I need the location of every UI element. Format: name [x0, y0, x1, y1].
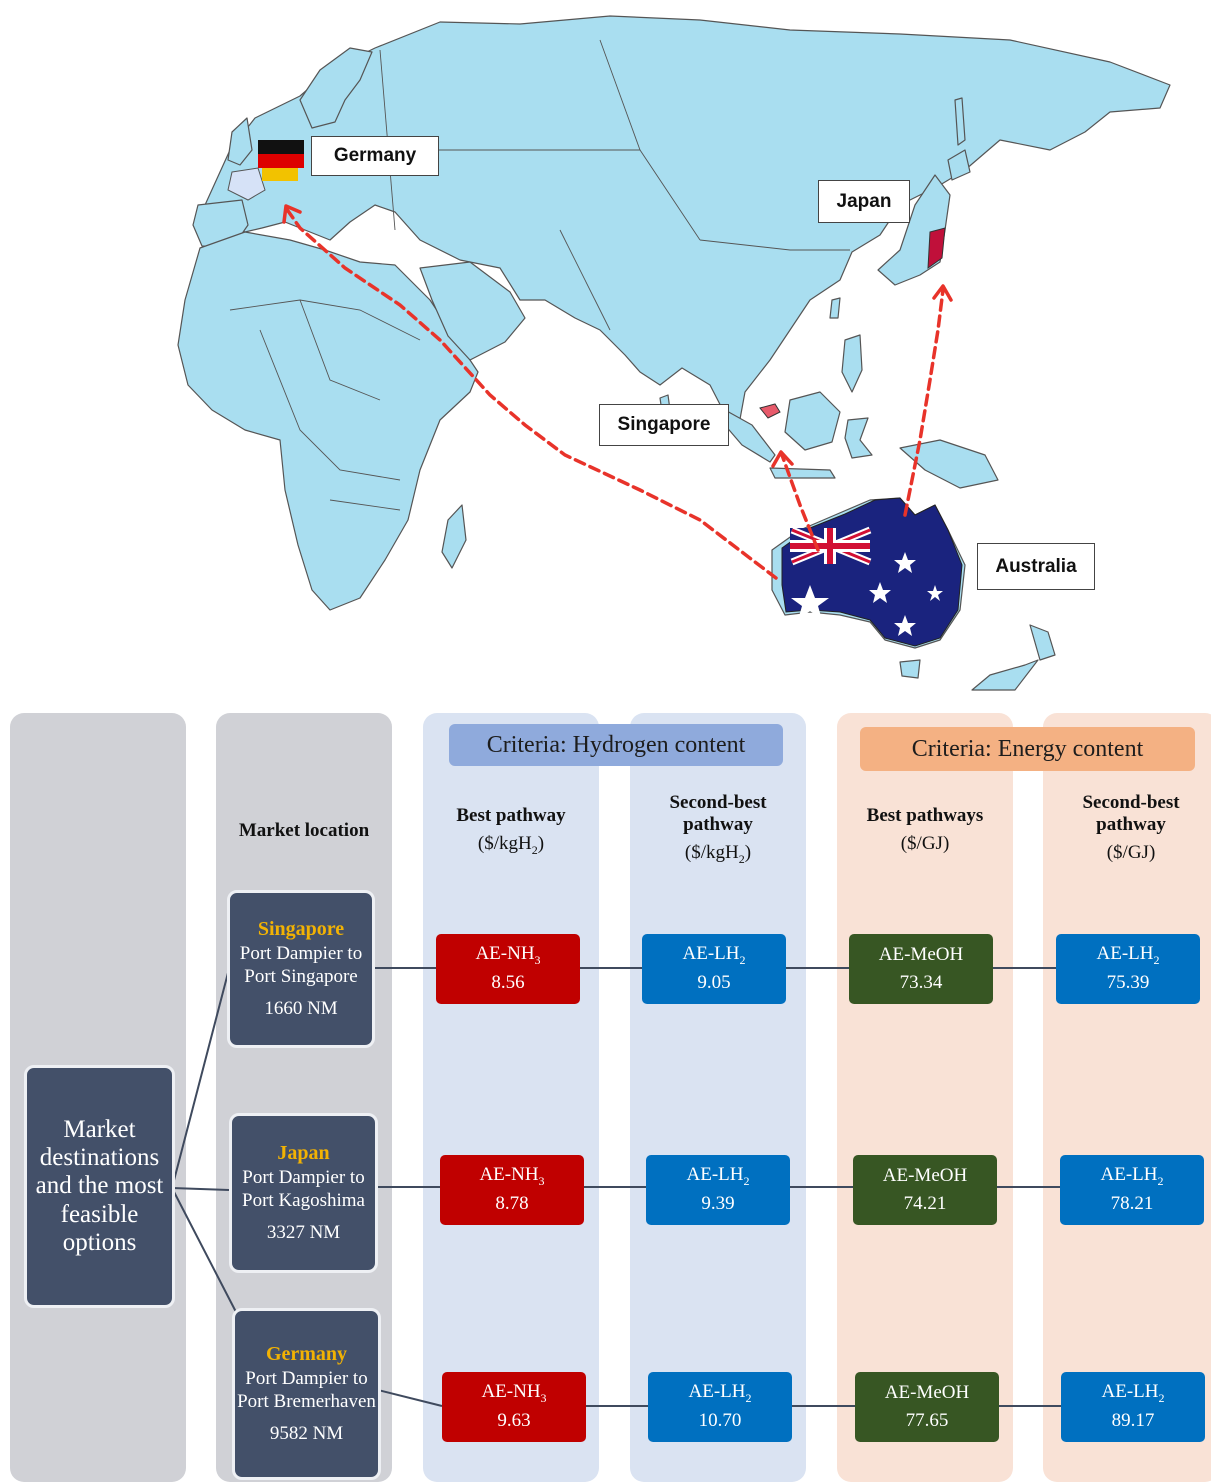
singapore-best-h2: AE-NH3 8.56 — [436, 934, 580, 1004]
japan-highlight — [927, 227, 946, 270]
market-node-germany: Germany Port Dampier to Port Bremerhaven… — [232, 1308, 381, 1480]
germany-flag — [258, 140, 304, 181]
japan-label: Japan — [818, 180, 910, 223]
market-route: Port Dampier to Port Kagoshima — [242, 1167, 365, 1211]
madagascar — [441, 504, 467, 569]
sakhalin — [954, 97, 966, 146]
country-border — [259, 329, 401, 481]
germany-best-energy: AE-MeOH 77.65 — [855, 1372, 999, 1442]
second-energy-column — [1043, 713, 1211, 1482]
energy-criteria-banner: Criteria: Energy content — [860, 727, 1195, 771]
market-distance: 1660 NM — [264, 998, 338, 1019]
germany-second-h2: AE-LH2 10.70 — [648, 1372, 792, 1442]
country-border — [559, 229, 611, 331]
arabia — [419, 261, 526, 361]
market-name: Germany — [265, 1342, 348, 1365]
germany-best-h2: AE-NH3 9.63 — [442, 1372, 586, 1442]
market-name: Singapore — [257, 917, 345, 940]
second-h2-header: Second-best pathway ($/kgH2) — [669, 792, 767, 866]
market-node-singapore: Singapore Port Dampier to Port Singapore… — [227, 890, 375, 1048]
new-zealand-south — [971, 659, 1039, 691]
singapore-best-energy: AE-MeOH 73.34 — [849, 934, 993, 1004]
country-border — [299, 299, 381, 401]
singapore-label: Singapore — [599, 404, 729, 446]
tasmania — [899, 659, 921, 679]
arrowhead-japan — [932, 284, 953, 302]
market-distance: 9582 NM — [269, 1423, 344, 1444]
scandinavia — [299, 47, 373, 129]
australia-flag — [781, 497, 963, 647]
country-border — [229, 299, 421, 341]
new-zealand-north — [1029, 624, 1056, 661]
singapore-highlight — [759, 403, 781, 419]
pathway-diagram: Criteria: Hydrogen content Criteria: Ene… — [0, 700, 1211, 1482]
root-to-germany — [171, 1187, 237, 1313]
world-map — [177, 15, 1171, 691]
route-japan — [903, 288, 945, 517]
japan-best-energy: AE-MeOH 74.21 — [853, 1155, 997, 1225]
arrowhead-singapore — [771, 450, 794, 468]
taiwan — [829, 297, 841, 319]
best-h2-column — [423, 713, 599, 1482]
britain — [227, 117, 253, 166]
japan-second-energy: AE-LH2 78.21 — [1060, 1155, 1204, 1225]
best-energy-header: Best pathways ($/GJ) — [866, 805, 984, 854]
germany-row-line-a — [377, 1389, 443, 1407]
country-border — [599, 39, 641, 151]
market-route: Port Dampier to Port Singapore — [239, 943, 363, 987]
root-node: Market destinations and the most feasibl… — [24, 1065, 175, 1308]
route-germany — [284, 206, 778, 580]
germany-label: Germany — [311, 136, 439, 176]
market-location-header: Market location — [238, 820, 370, 841]
germany-second-energy: AE-LH2 89.17 — [1061, 1372, 1205, 1442]
eurasia-landmass — [204, 15, 1171, 431]
arrowhead-germany — [282, 204, 302, 224]
route-singapore — [780, 453, 820, 552]
australia-label: Australia — [977, 543, 1095, 590]
hokkaido — [947, 149, 971, 181]
singapore-second-h2: AE-LH2 9.05 — [642, 934, 786, 1004]
africa-landmass — [177, 231, 479, 611]
sulawesi — [844, 417, 873, 459]
philippines — [841, 334, 863, 393]
connector-lines — [171, 967, 1064, 1407]
market-node-japan: Japan Port Dampier to Port Kagoshima 332… — [229, 1113, 378, 1273]
market-route: Port Dampier to Port Bremerhaven — [237, 1368, 376, 1412]
country-border — [699, 239, 850, 251]
market-name: Japan — [277, 1141, 330, 1164]
best-energy-column — [837, 713, 1013, 1482]
second-energy-header: Second-best pathway ($/GJ) — [1082, 792, 1180, 863]
country-border — [329, 499, 401, 511]
japan-second-h2: AE-LH2 9.39 — [646, 1155, 790, 1225]
singapore-second-energy: AE-LH2 75.39 — [1056, 934, 1200, 1004]
france-region — [227, 167, 266, 201]
java — [769, 467, 836, 479]
root-to-singapore — [171, 968, 230, 1189]
root-to-japan — [171, 1187, 230, 1191]
new-guinea — [899, 439, 999, 489]
market-distance: 3327 NM — [266, 1222, 341, 1243]
hydrogen-criteria-banner: Criteria: Hydrogen content — [449, 724, 783, 766]
second-h2-column — [630, 713, 806, 1482]
japan-best-h2: AE-NH3 8.78 — [440, 1155, 584, 1225]
best-h2-header: Best pathway ($/kgH2) — [456, 805, 566, 857]
borneo — [784, 391, 841, 451]
